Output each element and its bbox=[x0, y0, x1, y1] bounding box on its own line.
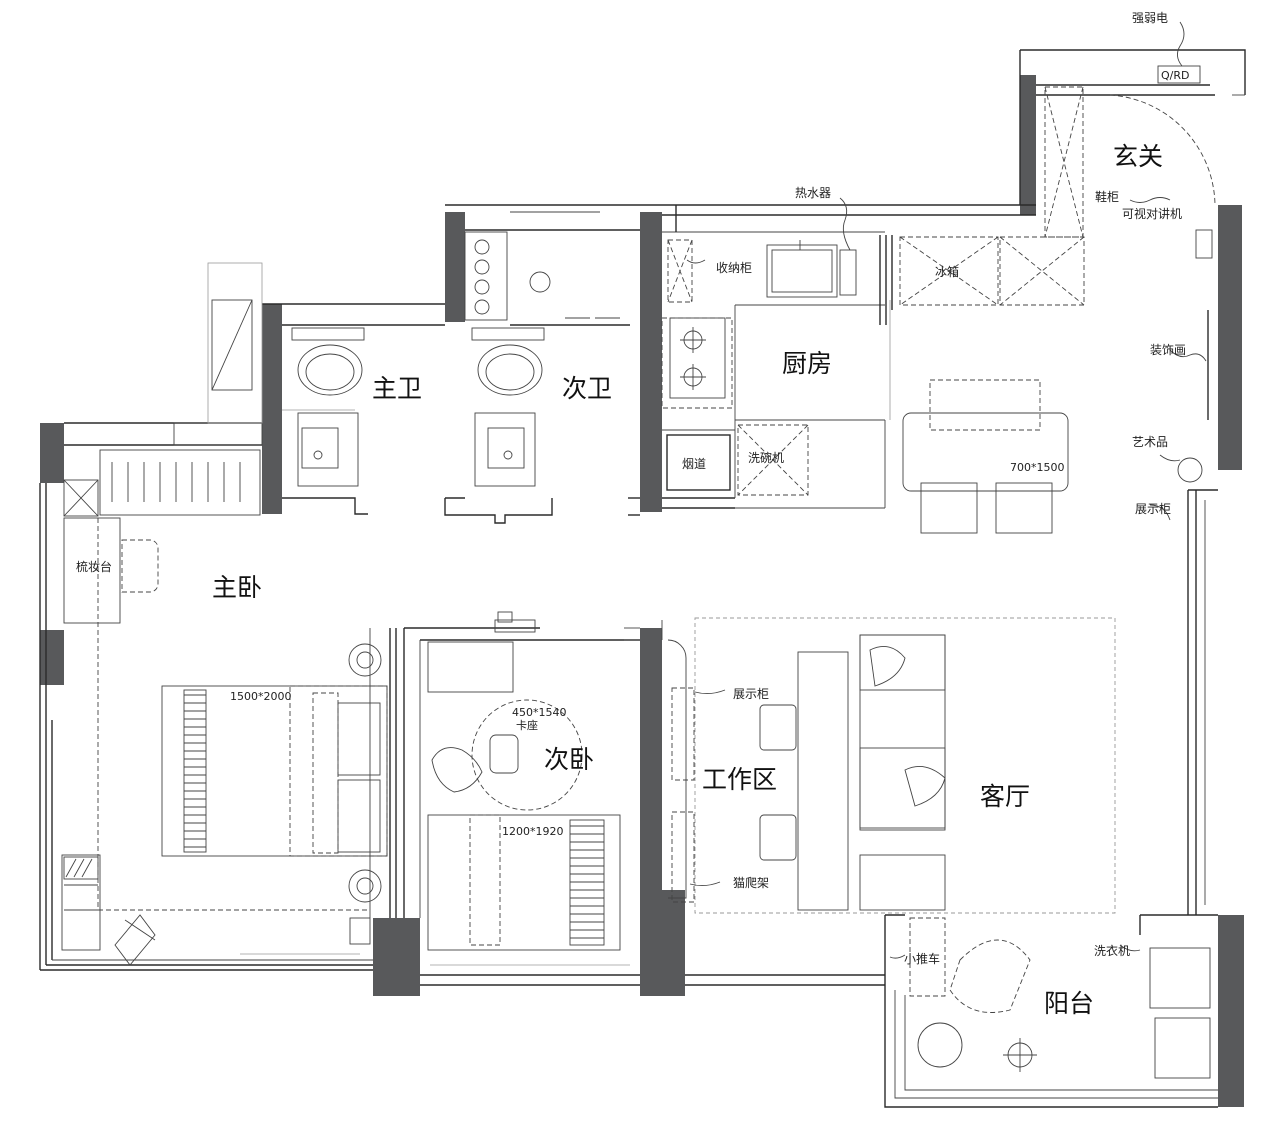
label-storage-cabinet: 收纳柜 bbox=[716, 261, 752, 275]
label-display-cabinet-right: 展示柜 bbox=[1135, 502, 1171, 516]
room-kitchen: 厨房 bbox=[782, 349, 832, 378]
label-shoe-cabinet: 鞋柜 bbox=[1095, 189, 1119, 204]
label-dining-size: 700*1500 bbox=[1010, 461, 1065, 474]
label-intercom: 可视对讲机 bbox=[1122, 206, 1182, 221]
label-power: 强弱电 bbox=[1132, 11, 1168, 25]
label-meter-box: Q/RD bbox=[1161, 69, 1189, 82]
label-cart: 小推车 bbox=[904, 951, 940, 966]
label-booth-size: 450*1540 bbox=[512, 706, 567, 719]
structure-lines bbox=[39, 49, 1246, 1108]
label-display-cabinet-work: 展示柜 bbox=[733, 687, 769, 701]
label-decor-painting: 装饰画 bbox=[1150, 343, 1186, 357]
label-master-bed-size: 1500*2000 bbox=[230, 690, 292, 703]
label-art-piece: 艺术品 bbox=[1132, 435, 1168, 449]
label-second-bed-size: 1200*1920 bbox=[502, 825, 564, 838]
master-bed-stripes bbox=[184, 694, 206, 848]
room-labels: 玄关 主卫 次卫 厨房 主卧 次卧 工作区 客厅 阳台 bbox=[212, 142, 1163, 1018]
label-dishwasher: 洗碗机 bbox=[748, 450, 784, 465]
walls bbox=[40, 75, 1244, 1107]
annotation-labels: 强弱电 Q/RD 鞋柜 可视对讲机 热水器 收纳柜 冰箱 装饰画 烟道 洗碗机 … bbox=[76, 11, 1189, 966]
room-master-bedroom: 主卧 bbox=[212, 573, 262, 602]
room-living: 客厅 bbox=[980, 782, 1030, 811]
label-dresser: 梳妆台 bbox=[76, 559, 112, 574]
label-flue: 烟道 bbox=[682, 457, 706, 471]
fixtures bbox=[61, 86, 1216, 1079]
label-fridge: 冰箱 bbox=[935, 264, 959, 279]
leader-lines bbox=[686, 21, 1207, 959]
room-second-bedroom: 次卧 bbox=[544, 745, 594, 774]
second-bed-stripes bbox=[570, 825, 604, 939]
room-work-area: 工作区 bbox=[702, 765, 777, 794]
label-washer: 洗衣机 bbox=[1094, 943, 1130, 958]
label-water-heater: 热水器 bbox=[795, 186, 831, 200]
room-entry: 玄关 bbox=[1113, 142, 1163, 171]
room-balcony: 阳台 bbox=[1044, 989, 1094, 1018]
wardrobe-hangers bbox=[111, 462, 241, 502]
room-second-bath: 次卫 bbox=[562, 374, 612, 403]
label-booth: 卡座 bbox=[516, 718, 538, 732]
label-cat-tree: 猫爬架 bbox=[733, 876, 769, 890]
room-master-bath: 主卫 bbox=[372, 374, 422, 403]
